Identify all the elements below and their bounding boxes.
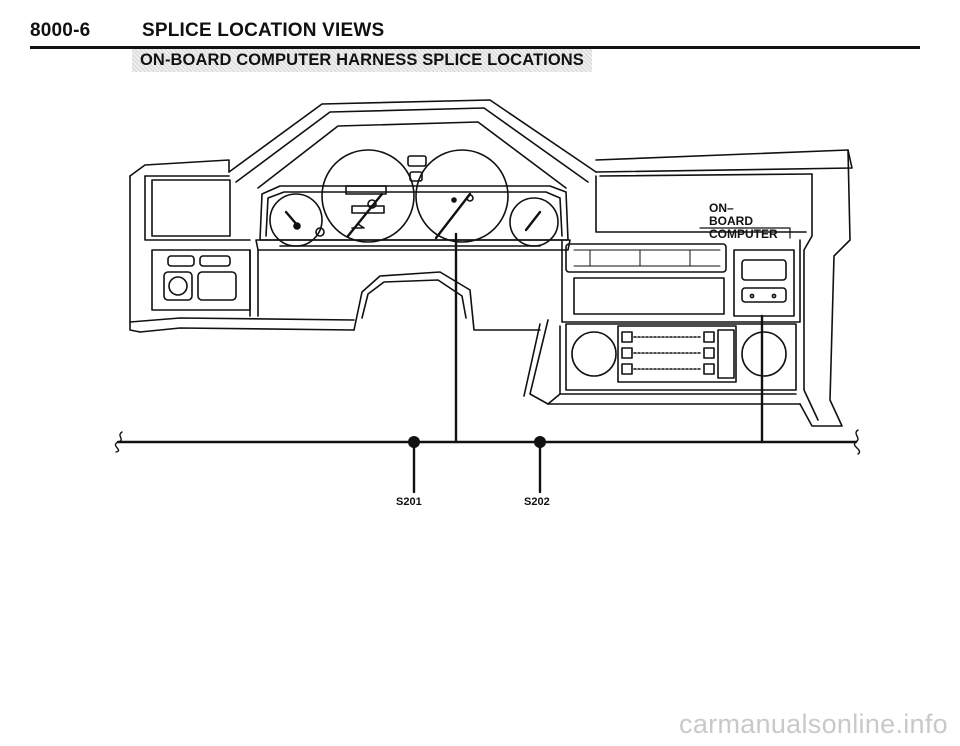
temp-gauge-dial — [509, 197, 559, 247]
dashboard-outline — [129, 99, 853, 427]
splice-s202-dot — [534, 436, 546, 448]
obc-label-line1: ON– — [709, 201, 734, 215]
splice-s202-label: S202 — [524, 496, 550, 508]
page-number: 8000-6 — [30, 20, 91, 41]
obc-harness — [114, 227, 861, 494]
page-header: 8000-6 SPLICE LOCATION VIEWS — [30, 18, 920, 49]
tachometer-dial — [415, 149, 509, 243]
watermark: carmanualsonline.info — [679, 709, 948, 739]
section-subtitle: ON-BOARD COMPUTER HARNESS SPLICE LOCATIO… — [132, 49, 592, 72]
obc-label-line3: COMPUTER — [709, 227, 778, 241]
fuel-gauge-dial — [269, 193, 323, 247]
left-switch-panel — [129, 249, 541, 333]
page-title: SPLICE LOCATION VIEWS — [142, 20, 385, 41]
center-console — [523, 175, 807, 405]
instrument-cluster — [255, 149, 571, 251]
obc-label-line2: BOARD — [709, 214, 753, 228]
speedometer-dial — [321, 149, 415, 243]
splice-s201-dot — [408, 436, 420, 448]
splice-s201-label: S201 — [396, 496, 422, 508]
obc-unit — [733, 249, 795, 317]
